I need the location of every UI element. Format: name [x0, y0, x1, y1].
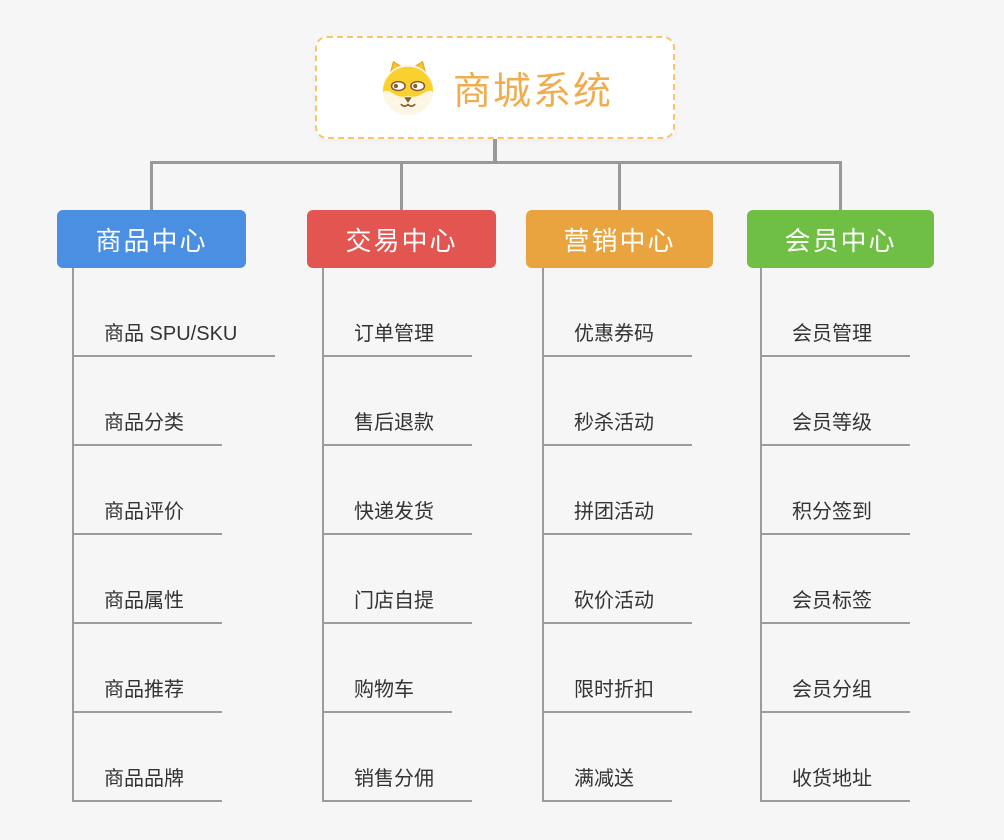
- leaf-node-product-recommend[interactable]: 商品推荐: [72, 677, 222, 713]
- leaf-node-sales-commission[interactable]: 销售分佣: [322, 766, 472, 802]
- root-title: 商城系统: [452, 71, 613, 113]
- leaf-node-member-management[interactable]: 会员管理: [760, 321, 910, 357]
- leaf-node-shopping-cart[interactable]: 购物车: [322, 677, 452, 713]
- connector-drop-branch-2: [400, 161, 403, 210]
- leaf-node-flash-sale[interactable]: 秒杀活动: [542, 410, 692, 446]
- connector-drop-branch-4: [839, 161, 842, 210]
- branch-node-product-center[interactable]: 商品中心: [57, 210, 246, 268]
- branch-node-trade-center[interactable]: 交易中心: [307, 210, 496, 268]
- leaf-node-limited-time-discount[interactable]: 限时折扣: [542, 677, 692, 713]
- branch-node-marketing-center[interactable]: 营销中心: [526, 210, 713, 268]
- leaf-node-order-management[interactable]: 订单管理: [322, 321, 472, 357]
- root-node-mall-system[interactable]: 商城系统: [315, 36, 675, 139]
- connector-drop-branch-1: [150, 161, 153, 210]
- leaf-node-shipping-address[interactable]: 收货地址: [760, 766, 910, 802]
- leaf-node-member-tag[interactable]: 会员标签: [760, 588, 910, 624]
- connector-horizontal-bar: [150, 161, 841, 164]
- leaf-node-group-buy[interactable]: 拼团活动: [542, 499, 692, 535]
- leaf-node-member-level[interactable]: 会员等级: [760, 410, 910, 446]
- leaf-node-product-attribute[interactable]: 商品属性: [72, 588, 222, 624]
- leaf-node-express-delivery[interactable]: 快递发货: [322, 499, 472, 535]
- leaf-node-product-review[interactable]: 商品评价: [72, 499, 222, 535]
- connector-spine-branch-4: [760, 268, 762, 802]
- leaf-node-after-sale-refund[interactable]: 售后退款: [322, 410, 472, 446]
- connector-spine-branch-1: [72, 268, 74, 802]
- leaf-node-store-pickup[interactable]: 门店自提: [322, 588, 472, 624]
- branch-node-member-center[interactable]: 会员中心: [747, 210, 934, 268]
- connector-root-stem: [493, 139, 497, 163]
- leaf-node-bargain-activity[interactable]: 砍价活动: [542, 588, 692, 624]
- connector-drop-branch-3: [618, 161, 621, 210]
- leaf-node-product-spu-sku[interactable]: 商品 SPU/SKU: [72, 321, 276, 357]
- connector-spine-branch-2: [322, 268, 324, 802]
- leaf-node-product-category[interactable]: 商品分类: [72, 410, 222, 446]
- leaf-node-spend-save[interactable]: 满减送: [542, 766, 672, 802]
- leaf-node-coupon-code[interactable]: 优惠券码: [542, 321, 692, 357]
- leaf-node-member-group[interactable]: 会员分组: [760, 677, 910, 713]
- leaf-node-points-checkin[interactable]: 积分签到: [760, 499, 910, 535]
- connector-spine-branch-3: [542, 268, 544, 802]
- shiba-dog-icon: [382, 60, 434, 115]
- leaf-node-product-brand[interactable]: 商品品牌: [72, 766, 222, 802]
